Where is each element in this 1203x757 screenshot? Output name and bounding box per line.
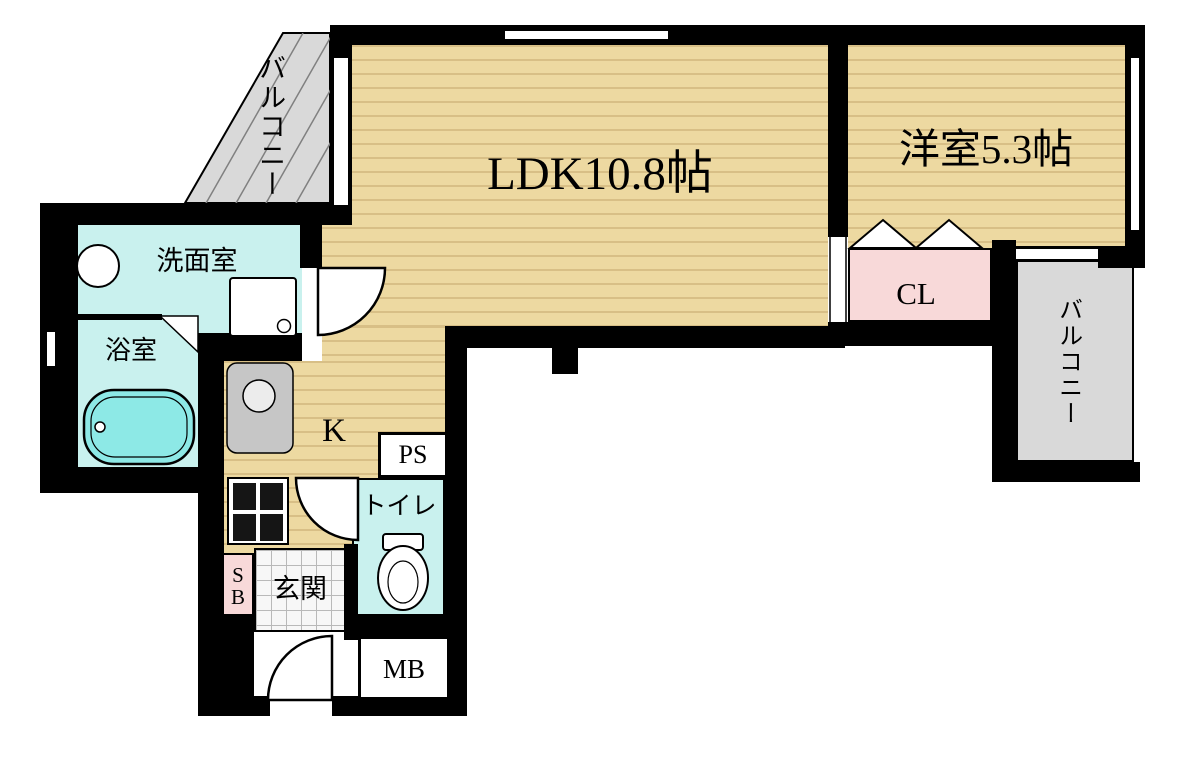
- wall-segment: [300, 203, 322, 268]
- wall-segment: [344, 614, 467, 640]
- wall-segment: [1098, 246, 1145, 268]
- window-western-balcony: [1016, 246, 1098, 262]
- entrance-floor: [254, 548, 346, 632]
- wall-segment: [78, 314, 162, 320]
- stove-burner-icon: [233, 483, 256, 510]
- entrance-label: 玄関: [273, 573, 327, 604]
- shoe-box-label-line1: S: [232, 562, 244, 587]
- stove-burner-icon: [260, 483, 283, 510]
- kitchen-label: K: [322, 412, 346, 449]
- washing-machine-drain-icon: [276, 318, 292, 334]
- wall-segment: [992, 462, 1140, 482]
- stove-burner-icon: [260, 514, 283, 541]
- wall-segment: [992, 240, 1016, 482]
- meter-box-label: MB: [382, 653, 426, 684]
- pipe-space-box: [378, 432, 448, 478]
- shoe-box-label: S B: [222, 556, 254, 616]
- stove-burner-icon: [233, 514, 256, 541]
- window-bathroom: [44, 332, 58, 366]
- closet-label: CL: [896, 275, 936, 311]
- wall-segment: [552, 348, 578, 374]
- window-ldk-balcony: [331, 58, 351, 205]
- toilet-bowl-icon: [377, 545, 429, 611]
- kitchen-sink-icon: [242, 379, 276, 413]
- washbasin-icon: [76, 244, 120, 288]
- door-arc-washroom: [316, 266, 387, 337]
- pipe-space-label: PS: [398, 440, 428, 470]
- window-western-right: [1128, 58, 1142, 230]
- shoe-box-label-line2: B: [230, 585, 245, 609]
- bathroom-label: 浴室: [104, 336, 157, 366]
- balcony-right-floor: [1016, 260, 1134, 462]
- wall-segment: [828, 322, 1016, 346]
- wall-segment: [828, 25, 848, 237]
- wall-segment: [198, 333, 224, 555]
- closet-floor: [848, 248, 992, 322]
- meter-box: [358, 636, 450, 700]
- ldk-label: LDK10.8帖: [487, 148, 713, 201]
- balcony-top-shape: [183, 32, 331, 204]
- wall-segment: [40, 467, 224, 493]
- wall-segment: [222, 696, 270, 716]
- wall-segment: [224, 333, 302, 361]
- window-ldk-top: [505, 28, 668, 42]
- closet-folding-door-icon: [913, 218, 985, 249]
- bathtub-faucet-icon: [94, 421, 106, 433]
- balcony-top-label: バルコニー: [255, 53, 286, 199]
- wall-segment: [445, 326, 845, 348]
- western-room-floor: [848, 45, 1125, 250]
- balcony-right-label: バルコニー: [1054, 297, 1081, 427]
- bathtub-inner-line: [90, 396, 188, 458]
- balcony-hatch-lines: [204, 33, 330, 203]
- door-arc-entrance: [266, 634, 334, 702]
- wall-segment: [198, 553, 222, 716]
- bathtub-icon: [82, 388, 196, 466]
- closet-folding-door-icon: [847, 218, 919, 249]
- bathroom-door-icon: [158, 315, 199, 354]
- toilet-label: トイレ: [361, 492, 437, 520]
- wall-segment: [332, 696, 467, 716]
- washroom-label: 洗面室: [156, 245, 238, 276]
- western-room-label: 洋室5.3帖: [898, 126, 1074, 173]
- wall-segment: [40, 203, 352, 225]
- toilet-bowl-inner-line: [387, 560, 419, 604]
- door-arc-toilet: [294, 476, 360, 542]
- ldk-floor: [322, 45, 828, 326]
